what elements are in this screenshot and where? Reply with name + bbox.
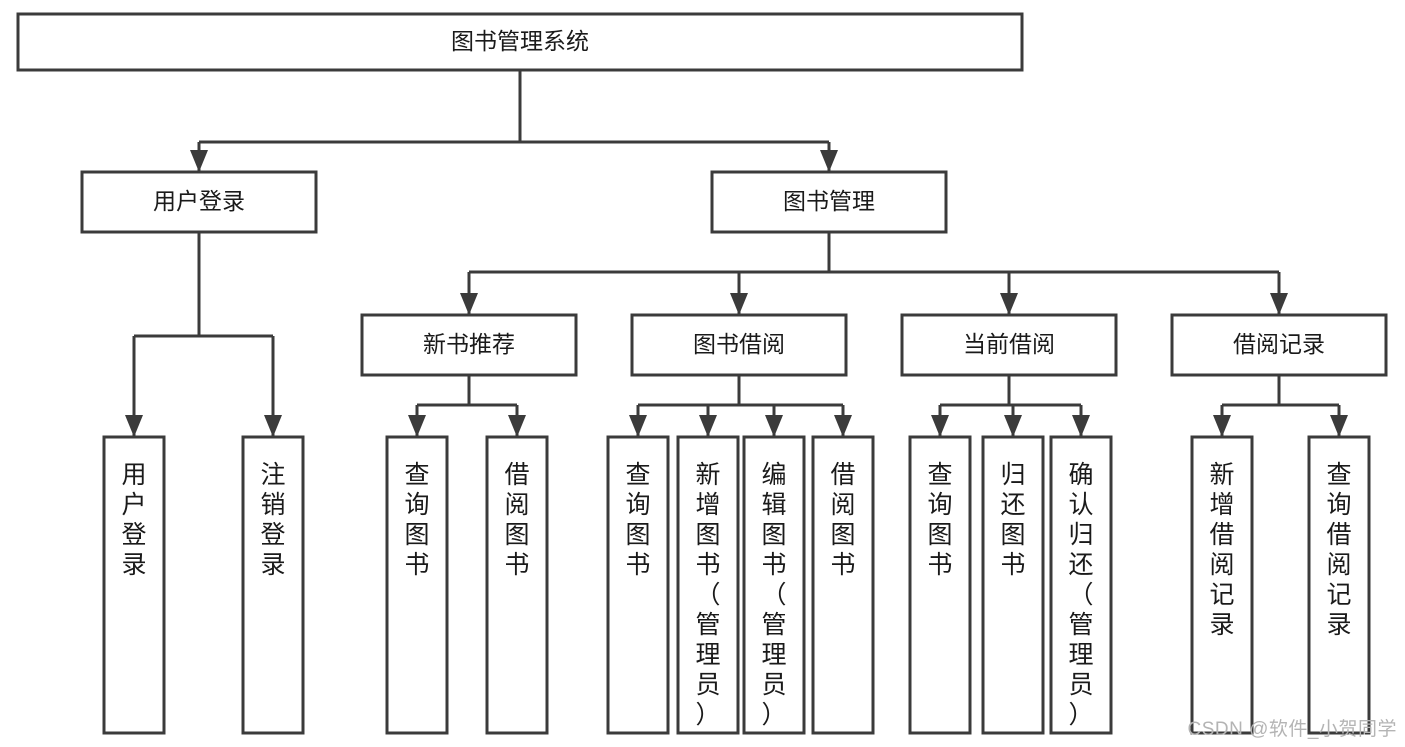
arrow-head-icon (931, 415, 949, 437)
node-leaf-borrow-book-rec[interactable]: 借阅图书 (485, 435, 549, 735)
node-box-leaf-logout (241, 435, 305, 735)
arrow-head-icon (1072, 415, 1090, 437)
node-current-borrow[interactable]: 当前借阅 (900, 313, 1118, 377)
arrow-head-icon (1004, 415, 1022, 437)
node-leaf-query-book-borrow[interactable]: 查询图书 (606, 435, 670, 735)
node-box-leaf-return-book (981, 435, 1045, 735)
node-leaf-borrow-book[interactable]: 借阅图书 (811, 435, 875, 735)
node-label-leaf-query-borrow-record: 查询借阅记录 (1326, 461, 1351, 639)
node-layer: 图书管理系统用户登录图书管理新书推荐图书借阅当前借阅借阅记录用户登录注销登录查询… (16, 12, 1388, 735)
node-borrow-record[interactable]: 借阅记录 (1170, 313, 1388, 377)
node-book-borrow[interactable]: 图书借阅 (630, 313, 848, 377)
node-label-book-manage: 图书管理 (783, 188, 875, 214)
node-box-leaf-confirm-return-admin (1049, 435, 1113, 735)
arrow-head-icon (820, 150, 838, 172)
node-leaf-edit-book-admin[interactable]: 编辑图书（管理员） (742, 435, 806, 735)
node-label-leaf-user-login: 用户登录 (121, 461, 146, 579)
arrow-head-icon (834, 415, 852, 437)
node-box-leaf-add-book-admin (676, 435, 740, 735)
node-leaf-logout[interactable]: 注销登录 (241, 435, 305, 735)
arrow-head-icon (730, 293, 748, 315)
node-leaf-return-book[interactable]: 归还图书 (981, 435, 1045, 735)
node-label-leaf-query-book-borrow: 查询图书 (625, 461, 650, 579)
node-leaf-query-book-current[interactable]: 查询图书 (908, 435, 972, 735)
node-box-leaf-query-borrow-record (1307, 435, 1371, 735)
arrow-head-icon (629, 415, 647, 437)
node-box-new-book-recommend (360, 313, 578, 377)
node-leaf-user-login[interactable]: 用户登录 (102, 435, 166, 735)
node-leaf-confirm-return-admin[interactable]: 确认归还（管理员） (1049, 435, 1113, 735)
node-label-leaf-logout: 注销登录 (260, 461, 285, 579)
node-box-leaf-edit-book-admin (742, 435, 806, 735)
arrow-head-icon (125, 415, 143, 437)
arrow-head-icon (190, 150, 208, 172)
node-label-leaf-borrow-book-rec: 借阅图书 (504, 461, 529, 579)
node-box-leaf-borrow-book (811, 435, 875, 735)
arrow-head-icon (408, 415, 426, 437)
node-box-book-manage (710, 170, 948, 234)
node-leaf-query-borrow-record[interactable]: 查询借阅记录 (1307, 435, 1371, 735)
node-label-leaf-query-book-rec: 查询图书 (404, 461, 429, 579)
node-box-leaf-query-book-current (908, 435, 972, 735)
node-label-leaf-borrow-book: 借阅图书 (830, 461, 855, 579)
node-box-leaf-query-book-borrow (606, 435, 670, 735)
arrow-head-icon (1213, 415, 1231, 437)
node-box-leaf-add-borrow-record (1190, 435, 1254, 735)
node-label-current-borrow: 当前借阅 (963, 331, 1055, 357)
node-box-borrow-record (1170, 313, 1388, 377)
node-root[interactable]: 图书管理系统 (16, 12, 1024, 72)
arrow-head-icon (508, 415, 526, 437)
node-label-leaf-query-book-current: 查询图书 (927, 461, 952, 579)
node-label-user-login: 用户登录 (153, 188, 245, 214)
node-leaf-add-book-admin[interactable]: 新增图书（管理员） (676, 435, 740, 735)
node-label-root: 图书管理系统 (451, 28, 589, 54)
node-box-book-borrow (630, 313, 848, 377)
node-label-leaf-add-borrow-record: 新增借阅记录 (1209, 461, 1234, 639)
node-leaf-add-borrow-record[interactable]: 新增借阅记录 (1190, 435, 1254, 735)
node-leaf-query-book-rec[interactable]: 查询图书 (385, 435, 449, 735)
node-label-leaf-add-book-admin: 新增图书（管理员） (695, 461, 720, 729)
node-box-leaf-user-login (102, 435, 166, 735)
node-box-user-login (80, 170, 318, 234)
node-new-book-recommend[interactable]: 新书推荐 (360, 313, 578, 377)
node-label-leaf-return-book: 归还图书 (1000, 461, 1025, 579)
node-box-root (16, 12, 1024, 72)
node-book-manage[interactable]: 图书管理 (710, 170, 948, 234)
node-box-current-borrow (900, 313, 1118, 377)
node-box-leaf-borrow-book-rec (485, 435, 549, 735)
arrow-head-icon (1330, 415, 1348, 437)
arrow-head-icon (264, 415, 282, 437)
connector-layer (125, 70, 1348, 437)
node-label-leaf-edit-book-admin: 编辑图书（管理员） (761, 461, 786, 729)
node-user-login[interactable]: 用户登录 (80, 170, 318, 234)
node-label-leaf-confirm-return-admin: 确认归还（管理员） (1068, 461, 1093, 729)
arrow-head-icon (1000, 293, 1018, 315)
arrow-head-icon (765, 415, 783, 437)
arrow-head-icon (460, 293, 478, 315)
node-label-borrow-record: 借阅记录 (1233, 331, 1325, 357)
node-label-book-borrow: 图书借阅 (693, 331, 785, 357)
node-label-new-book-recommend: 新书推荐 (423, 331, 515, 357)
node-box-leaf-query-book-rec (385, 435, 449, 735)
arrow-head-icon (699, 415, 717, 437)
arrow-head-icon (1270, 293, 1288, 315)
